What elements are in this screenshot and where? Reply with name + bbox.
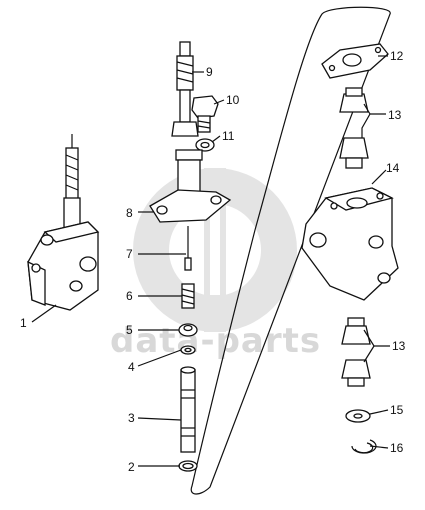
part-8-flanged-housing	[149, 149, 232, 223]
part-16-snap-ring	[351, 439, 377, 454]
part-label-3: 3	[128, 411, 135, 425]
part-label-13-lower: 13	[392, 339, 406, 353]
part-label-4: 4	[128, 360, 135, 374]
part-9-threaded-bolt	[171, 41, 199, 137]
part-4-ring	[180, 345, 196, 355]
part-5-nut	[178, 323, 198, 337]
part-14-valve-block	[301, 187, 399, 301]
part-label-5: 5	[126, 323, 133, 337]
part-13-valve-cup-lower	[341, 317, 371, 387]
part-label-9: 9	[206, 65, 213, 79]
part-label-11: 11	[222, 129, 235, 143]
part-10-hex-bolt	[191, 95, 219, 133]
part-label-7: 7	[126, 247, 133, 261]
watermark-text: data-parts	[110, 321, 321, 361]
part-12-gasket	[321, 43, 389, 79]
assembly-outline	[190, 6, 391, 495]
part-13-valve-cup-upper	[339, 87, 369, 169]
part-7-pin	[184, 226, 192, 271]
part-label-8: 8	[126, 206, 133, 220]
part-label-12: 12	[390, 49, 404, 63]
part-3-piston	[180, 366, 196, 453]
part-label-1: 1	[20, 316, 27, 330]
part-label-6: 6	[126, 289, 133, 303]
part-label-15: 15	[390, 403, 404, 417]
part-label-2: 2	[128, 460, 135, 474]
part-1-valve-body	[27, 134, 100, 311]
part-label-14: 14	[386, 161, 400, 175]
part-label-10: 10	[226, 93, 240, 107]
part-2-o-ring	[178, 460, 198, 472]
part-15-washer	[345, 409, 371, 423]
part-6-spring	[181, 283, 195, 309]
leader-lines	[31, 55, 390, 467]
part-label-16: 16	[390, 441, 404, 455]
part-label-13-upper: 13	[388, 108, 402, 122]
part-11-washer	[195, 138, 215, 152]
